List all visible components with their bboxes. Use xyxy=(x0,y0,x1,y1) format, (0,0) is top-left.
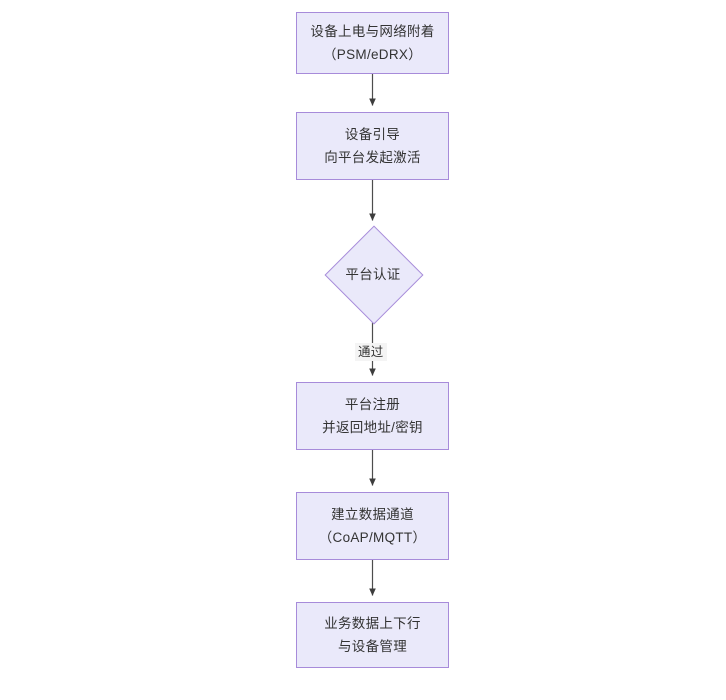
flow-node-device-bootstrap[interactable]: 设备引导 向平台发起激活 xyxy=(296,112,449,180)
flow-node-line: 设备上电与网络附着 xyxy=(310,24,435,39)
flow-node-line: 平台认证 xyxy=(345,266,401,282)
flow-node-platform-register[interactable]: 平台注册 并返回地址/密钥 xyxy=(296,382,449,450)
flow-node-line: 建立数据通道 xyxy=(331,507,414,522)
flow-node-line: 平台注册 xyxy=(344,397,401,412)
flow-node-line: 向平台发起激活 xyxy=(324,150,421,165)
flow-node-platform-auth-decision[interactable]: 平台认证 xyxy=(324,225,424,325)
flow-node-line: 与设备管理 xyxy=(338,639,407,654)
flow-node-business-data[interactable]: 业务数据上下行 与设备管理 xyxy=(296,602,449,668)
flow-node-line: 并返回地址/密钥 xyxy=(322,420,423,435)
flow-node-line: （CoAP/MQTT） xyxy=(318,530,427,545)
flow-node-line: 业务数据上下行 xyxy=(324,616,421,631)
edge-label-pass: 通过 xyxy=(355,343,387,361)
flow-node-device-power-on[interactable]: 设备上电与网络附着 （PSM/eDRX） xyxy=(296,12,449,74)
flow-node-line: 设备引导 xyxy=(344,127,401,142)
flow-node-data-channel[interactable]: 建立数据通道 （CoAP/MQTT） xyxy=(296,492,449,560)
flow-node-line: （PSM/eDRX） xyxy=(322,47,423,62)
